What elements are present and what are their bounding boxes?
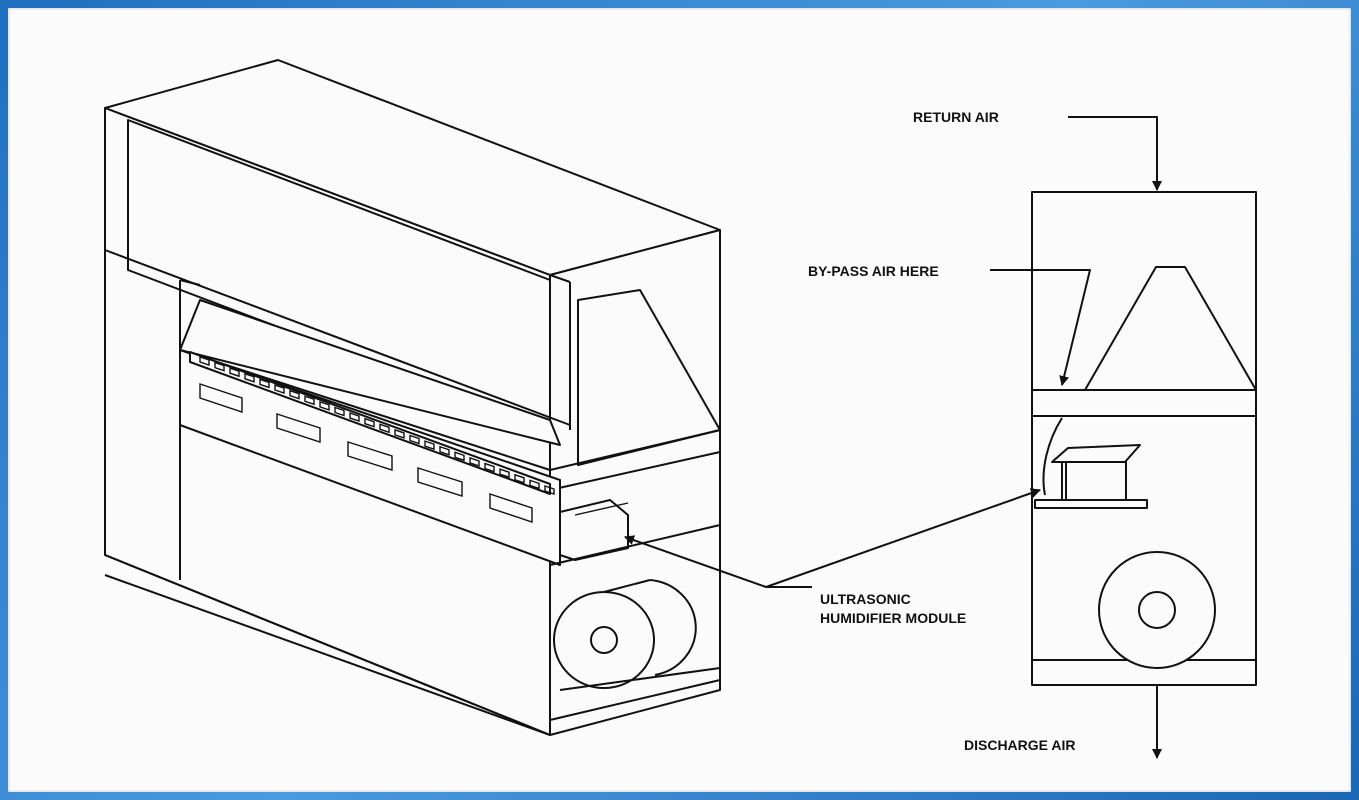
rail-hole [514, 473, 525, 484]
label-return-air: RETURN AIR [913, 109, 999, 125]
return-air-arrow [1068, 116, 1162, 191]
rail-hole [409, 434, 420, 445]
section-humidifier-module [1061, 461, 1127, 501]
section-blower [1098, 551, 1216, 669]
rail-hole [199, 356, 210, 366]
rail-hole [244, 372, 255, 383]
tray-slots [199, 383, 533, 523]
rail-hole [304, 395, 315, 406]
section-humidifier-shelf [1034, 499, 1148, 509]
rail-hole [394, 428, 405, 439]
rail-hole [469, 456, 480, 467]
label-bypass-air: BY-PASS AIR HERE [808, 263, 939, 279]
bypass-air-arrow [990, 269, 1091, 386]
humidifier-module-iso [559, 499, 629, 561]
upper-shelf-line [104, 249, 571, 426]
blower-iso [553, 579, 697, 689]
rail-hole [484, 462, 495, 473]
rail-hole [529, 479, 540, 490]
isometric-unit [104, 59, 721, 736]
rail-hole [544, 485, 555, 495]
rail-hole [349, 412, 360, 423]
section-coil [1084, 266, 1257, 391]
rail-hole [379, 423, 390, 434]
rail-hole [319, 400, 330, 411]
rail-hole [229, 367, 240, 378]
section-filter-shelf [1031, 389, 1257, 417]
section-blower-hub [1138, 591, 1176, 629]
rail-hole [289, 389, 300, 400]
label-ultrasonic-line2: HUMIDIFIER MODULE [820, 610, 966, 626]
rail-hole [259, 378, 270, 389]
rail-hole [214, 361, 225, 372]
label-discharge-air: DISCHARGE AIR [964, 737, 1076, 753]
rail-hole [499, 468, 510, 479]
rail-hole [334, 406, 345, 417]
tray-top [179, 299, 561, 446]
humidifier-tray [179, 349, 561, 566]
cross-section-unit [1031, 191, 1257, 686]
leaders [624, 116, 1162, 759]
rail-hole [454, 451, 465, 462]
label-ultrasonic-line1: ULTRASONIC [820, 591, 911, 607]
ultrasonic-leader-section [765, 488, 1041, 588]
rail-hole [439, 445, 450, 456]
rail-hole [274, 384, 285, 395]
rail-hole [424, 440, 435, 451]
section-bypass-duct [1042, 417, 1063, 496]
rail-holes [199, 356, 555, 495]
rail-hole [364, 417, 375, 428]
